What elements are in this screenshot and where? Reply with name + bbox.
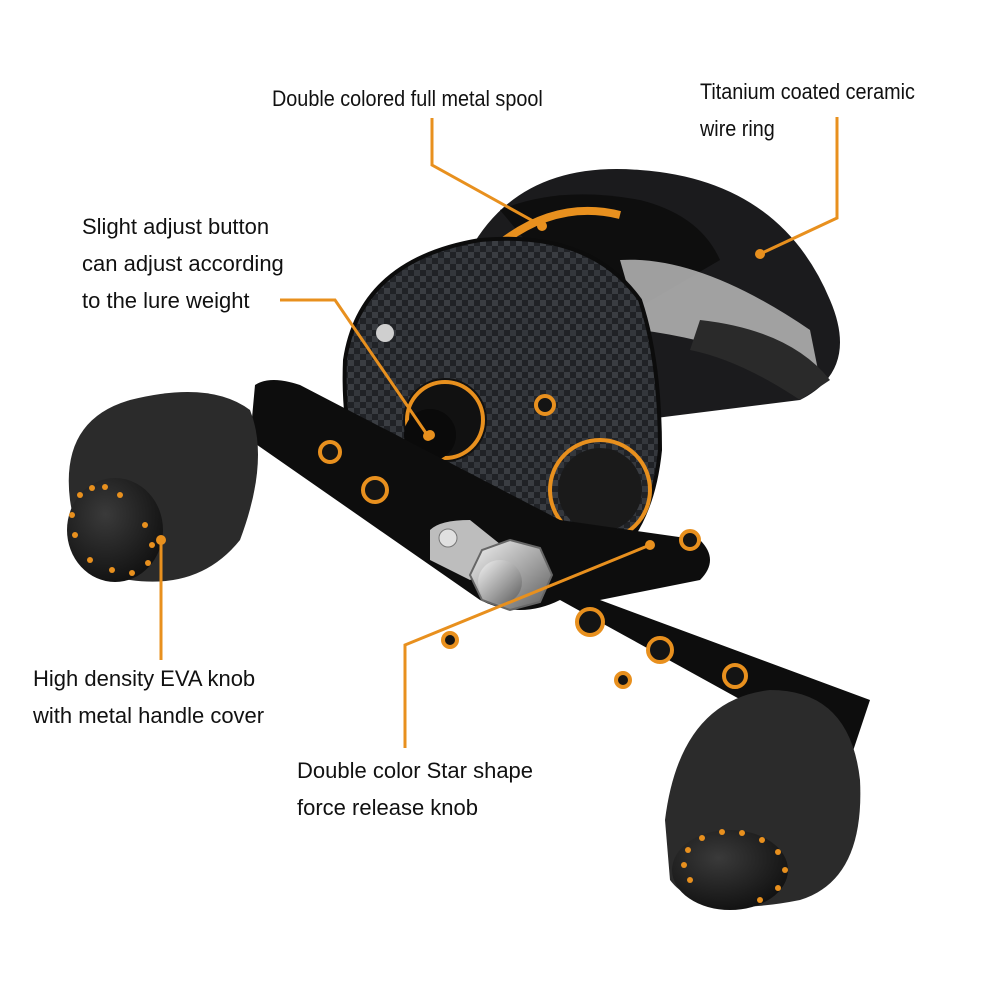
label-spool: Double colored full metal spool (272, 86, 543, 111)
right-eva-knob (665, 690, 861, 910)
reel-frame (470, 169, 840, 420)
label-star-drag: Double color Star shape force release kn… (297, 758, 534, 820)
handle-arm (250, 380, 870, 760)
leader-spool (430, 118, 543, 228)
leader-lines (159, 117, 839, 748)
star-drag-knob (468, 538, 554, 612)
leader-star-drag (403, 543, 651, 748)
leader-wire-ring (759, 117, 839, 256)
leader-dots (156, 221, 765, 550)
label-wire-ring: Titanium coated ceramic wire ring (700, 79, 915, 141)
label-adjust-button: Slight adjust button can adjust accordin… (82, 214, 284, 313)
label-eva-knob: High density EVA knob with metal handle … (33, 666, 265, 728)
left-eva-knob (67, 392, 258, 582)
leader-adjust-button (280, 298, 430, 437)
